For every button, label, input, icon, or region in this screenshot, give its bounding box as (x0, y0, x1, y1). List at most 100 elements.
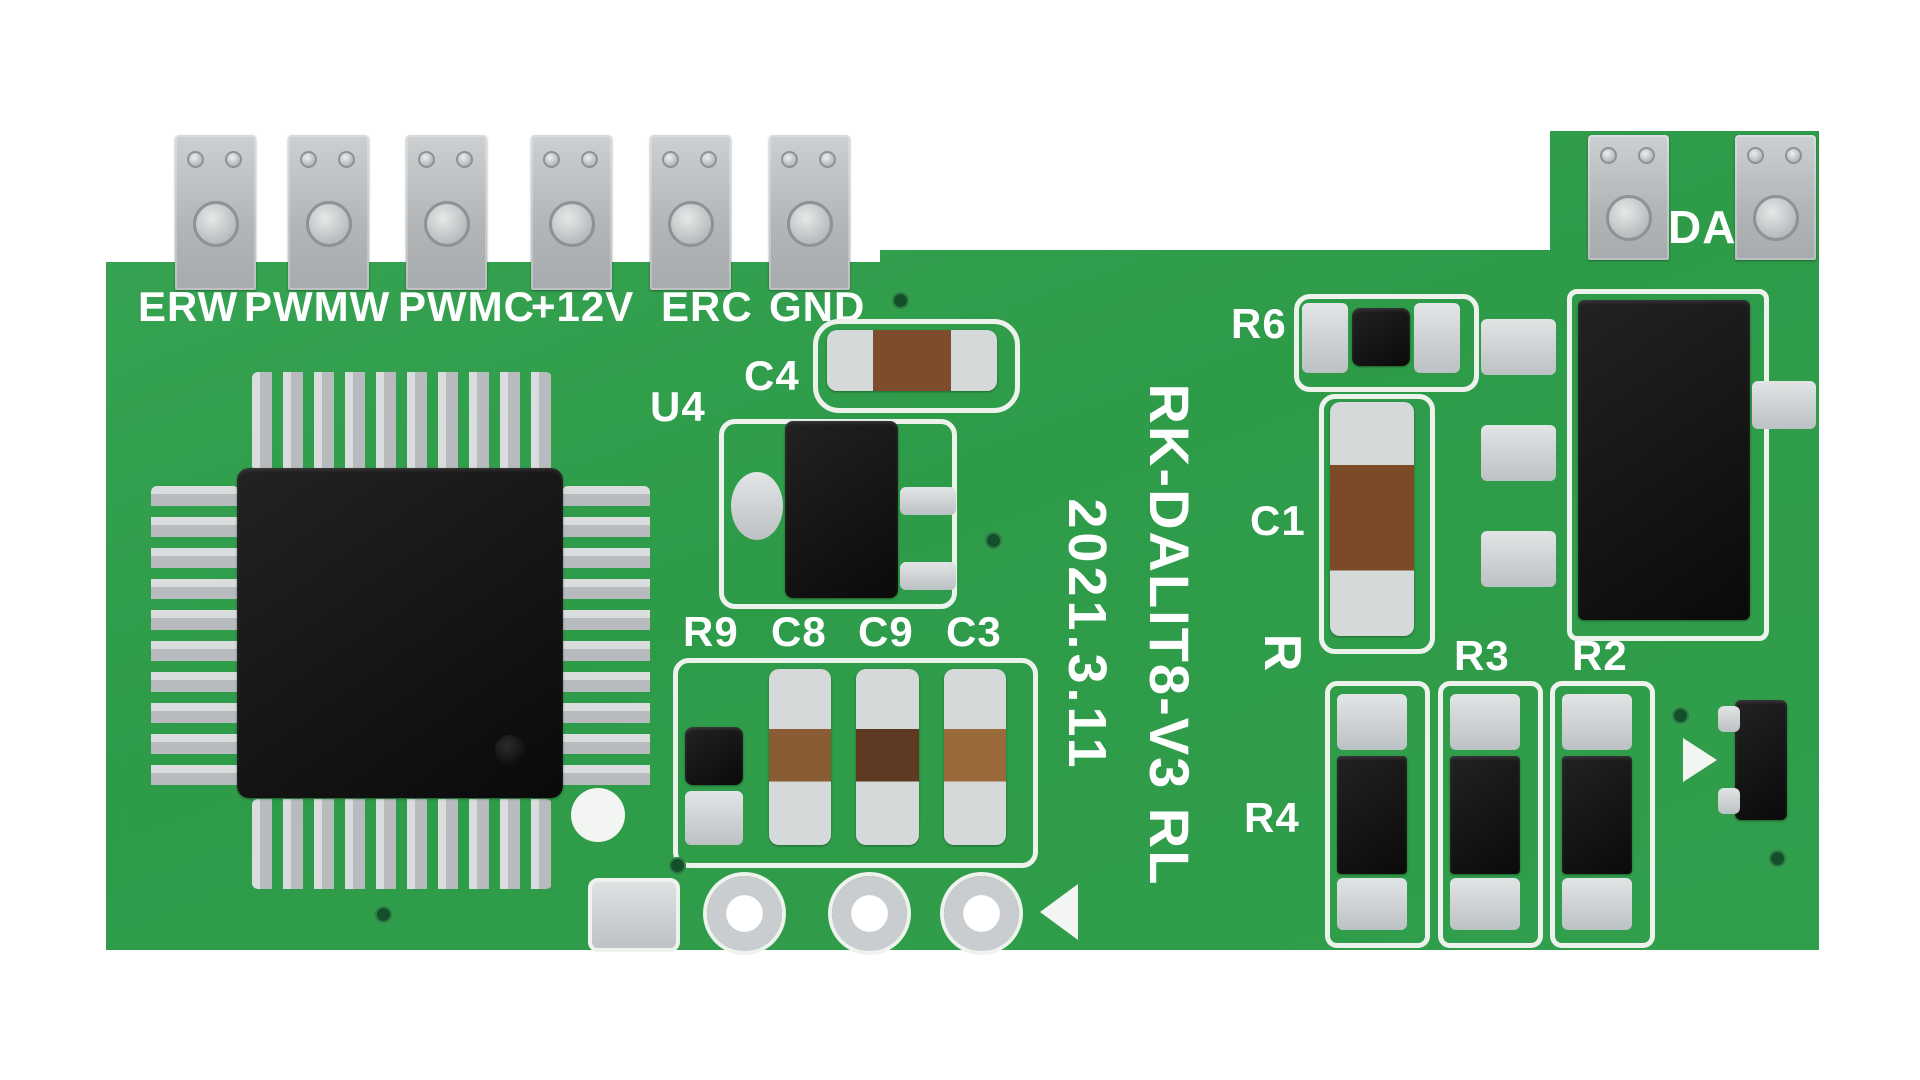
terminal-label-da: DA (1668, 201, 1737, 253)
c3-capacitor (944, 669, 1006, 845)
solder-pad (685, 791, 743, 845)
power-resistor-2 (1450, 756, 1520, 874)
terminal-tab-pwmw (288, 135, 369, 290)
terminal-hole-large (424, 201, 470, 247)
solder-pad (1562, 694, 1632, 750)
power-resistor-outline (1550, 681, 1655, 948)
terminal-tab-pwmc (406, 135, 487, 290)
terminal-hole-large (668, 201, 714, 247)
via (892, 292, 909, 309)
terminal-tab-da2 (1735, 135, 1816, 260)
component-label-r3: R3 (1454, 632, 1510, 679)
component-label-u4: U4 (650, 383, 706, 430)
terminal-hole-small (225, 151, 242, 168)
solder-pad (1562, 878, 1632, 930)
component-label-c3: C3 (946, 608, 1002, 655)
terminal-hole-large (549, 201, 595, 247)
terminal-hole-small (581, 151, 598, 168)
solder-pad (1481, 425, 1556, 481)
rc-group-outline (673, 658, 1038, 868)
solder-pad (1414, 303, 1460, 373)
solder-blob (731, 472, 783, 540)
terminal-label-pwmw: PWMW (244, 283, 391, 330)
terminal-hole-small (187, 151, 204, 168)
terminal-hole-small (781, 151, 798, 168)
c1-outline (1319, 394, 1435, 654)
qfp-leads-right (562, 486, 650, 792)
component-label-r2: R2 (1572, 632, 1628, 679)
solder-pad (1302, 303, 1348, 373)
u4-ic-body (785, 421, 898, 598)
terminal-hole-small (456, 151, 473, 168)
terminal-hole-large (1753, 195, 1799, 241)
power-ic-outline (1567, 289, 1769, 641)
solder-pad (900, 487, 956, 515)
via (985, 532, 1002, 549)
power-resistor-3 (1562, 756, 1632, 874)
component-label-c8: C8 (771, 608, 827, 655)
solder-pad (1337, 694, 1407, 750)
solder-pad (1752, 381, 1816, 429)
terminal-hole-small (700, 151, 717, 168)
solder-pad (900, 562, 956, 590)
marking-model: RK-DALIT8-V3 RL (1138, 383, 1201, 887)
through-hole-pad (832, 876, 907, 951)
terminal-hole-large (306, 201, 352, 247)
diode-body (1735, 700, 1787, 820)
solder-pad (1718, 788, 1740, 814)
solder-pad (1337, 878, 1407, 930)
terminal-tab-erc (650, 135, 731, 290)
component-label-r9: R9 (683, 608, 739, 655)
polarity-arrow (1683, 738, 1717, 782)
r9-resistor (685, 727, 743, 785)
component-label-c9: C9 (858, 608, 914, 655)
c1-capacitor (1330, 402, 1414, 636)
component-label-r4: R4 (1244, 794, 1300, 841)
terminal-hole-small (819, 151, 836, 168)
c4-capacitor (827, 330, 997, 391)
component-label-r: R (1253, 633, 1311, 673)
terminal-hole-small (418, 151, 435, 168)
r6-outline (1294, 294, 1479, 392)
qfp-dimple (495, 735, 525, 765)
qfp-leads-top (252, 372, 552, 471)
terminal-label-erc: ERC (661, 283, 753, 330)
solder-pad (1450, 694, 1520, 750)
solder-pad (1481, 319, 1556, 375)
qfp-leads-left (151, 486, 239, 792)
terminal-hole-small (1600, 147, 1617, 164)
terminal-hole-large (1606, 195, 1652, 241)
terminal-hole-small (1747, 147, 1764, 164)
component-label-c4: C4 (744, 352, 800, 399)
power-ic-body (1578, 300, 1750, 620)
component-label-r6: R6 (1231, 300, 1287, 347)
terminal-tab-gnd (769, 135, 850, 290)
terminal-label-12v: +12V (531, 283, 635, 330)
solder-pad (1718, 706, 1740, 732)
through-hole-pad (707, 876, 782, 951)
terminal-hole-small (1785, 147, 1802, 164)
terminal-hole-large (787, 201, 833, 247)
qfp-leads-bottom (252, 799, 552, 889)
terminal-hole-large (193, 201, 239, 247)
terminal-hole-small (543, 151, 560, 168)
via (1769, 850, 1786, 867)
silkscreen-dot (571, 788, 625, 842)
terminal-label-erw: ERW (138, 283, 239, 330)
via (1672, 707, 1689, 724)
marking-date: 2021.3.11 (1057, 498, 1117, 772)
power-resistor-outline (1325, 681, 1430, 948)
terminal-tab-da1 (1588, 135, 1669, 260)
power-resistor-1 (1337, 756, 1407, 874)
power-resistor-outline (1438, 681, 1543, 948)
terminal-hole-small (338, 151, 355, 168)
solder-pad (1450, 878, 1520, 930)
terminal-hole-small (1638, 147, 1655, 164)
c4-outline (813, 319, 1020, 413)
via (375, 906, 392, 923)
c9-capacitor (856, 669, 919, 845)
terminal-tab-erw (175, 135, 256, 290)
terminal-tab-12v (531, 135, 612, 290)
component-label-c1: C1 (1250, 497, 1306, 544)
